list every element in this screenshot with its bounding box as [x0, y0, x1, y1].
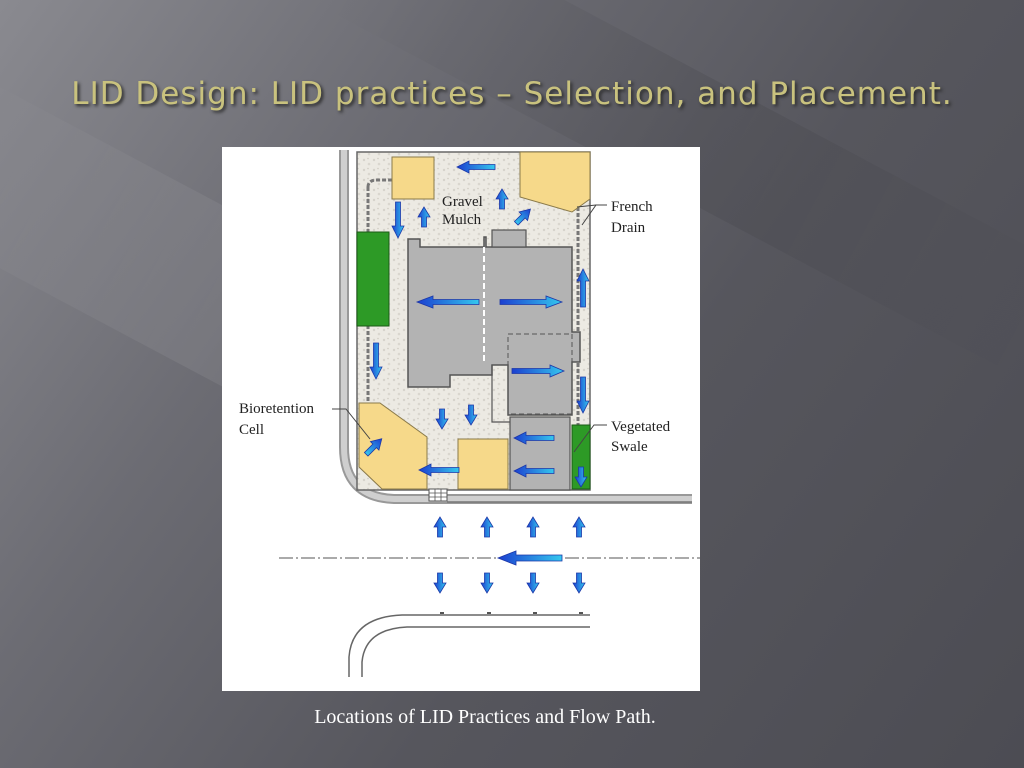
flow-arrow-down-right [576, 376, 590, 414]
label-gravel: Gravel [442, 194, 483, 210]
flow-arrow-diag-bioretention [363, 438, 383, 457]
flow-arrow-street-down-3 [526, 572, 540, 594]
drain-grate [428, 488, 448, 502]
flow-arrow-roof2-right [511, 364, 566, 378]
flow-arrow-driveway-left-1 [513, 431, 555, 445]
flow-arrow-up-mulch-1 [417, 206, 431, 228]
bioretention-top-right [519, 151, 591, 213]
building-roof-top [491, 229, 527, 248]
lid-site-diagram: Gravel Mulch French Drain Bioretention C… [222, 147, 700, 691]
flow-arrow-up-mulch-2 [495, 188, 509, 210]
flow-arrow-down-mid1 [435, 408, 449, 430]
flow-arrow-down-swale [574, 466, 588, 488]
flow-arrow-diag-up [513, 208, 531, 226]
leader-vegetated-swale [573, 424, 607, 453]
flow-arrow-street-up-2 [480, 516, 494, 538]
bioretention-bottom [457, 438, 509, 490]
label-mulch: Mulch [442, 212, 482, 228]
label-drain: Drain [611, 220, 646, 236]
leader-french-drain [576, 204, 597, 208]
vegetated-swale [571, 424, 591, 490]
figure-caption: Locations of LID Practices and Flow Path… [314, 706, 656, 728]
flow-arrow-driveway-left-2 [513, 464, 555, 478]
flow-arrow-up-right [576, 268, 590, 308]
bioretention-cell-main [358, 402, 428, 490]
bioretention-top-left [391, 156, 435, 200]
flow-arrow-street-up-1 [433, 516, 447, 538]
flow-arrow-street-down-2 [480, 572, 494, 594]
flow-arrow-roof-right [499, 295, 564, 309]
vegetated-strip-left [356, 231, 390, 327]
flow-arrow-left [456, 160, 496, 174]
label-swale: Swale [611, 439, 648, 455]
flow-arrow-street-left [496, 550, 563, 566]
label-vegetated: Vegetated [611, 419, 671, 435]
driveway [509, 416, 571, 491]
leader-bioretention [332, 408, 371, 440]
flow-arrow-down-mid2 [464, 404, 478, 426]
flow-arrow-street-up-3 [526, 516, 540, 538]
label-bioretention: Bioretention [239, 401, 314, 417]
flow-arrow-down-left [369, 342, 383, 380]
flow-arrow-street-down-4 [572, 572, 586, 594]
lower-curb [348, 614, 590, 677]
site-plan-svg: Gravel Mulch French Drain Bioretention C… [239, 150, 700, 677]
slide-title: LID Design: LID practices – Selection, a… [71, 76, 953, 112]
flow-arrow-to-bioretention [418, 463, 460, 477]
flow-arrow-street-up-4 [572, 516, 586, 538]
flow-arrow-roof-left [415, 295, 480, 309]
flow-arrow-down-topleft [391, 201, 405, 239]
label-cell: Cell [239, 422, 264, 438]
label-french: French [611, 199, 653, 215]
flow-arrow-street-down-1 [433, 572, 447, 594]
